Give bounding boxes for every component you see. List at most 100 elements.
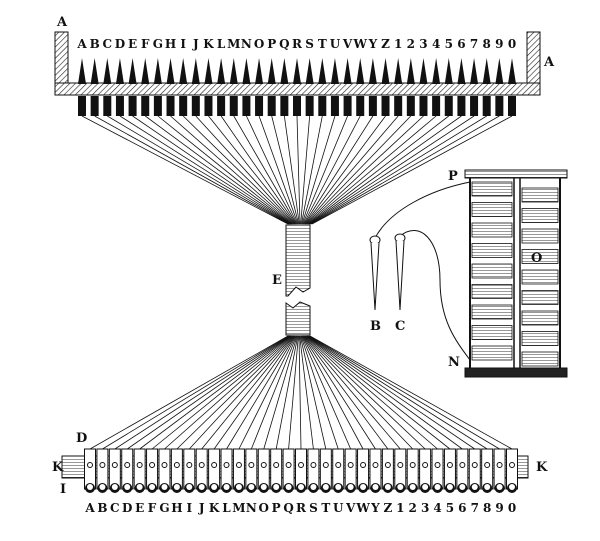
key[interactable] (481, 448, 494, 493)
pin (103, 58, 112, 84)
pin (78, 58, 86, 84)
pin (444, 58, 453, 84)
key[interactable] (506, 448, 518, 493)
key[interactable] (84, 448, 96, 493)
pin (356, 58, 365, 84)
socket (179, 96, 188, 116)
wire (89, 335, 289, 450)
top-char: B (90, 37, 100, 51)
socket (153, 96, 162, 116)
pin (280, 58, 289, 84)
key[interactable] (146, 448, 159, 493)
key[interactable] (344, 448, 357, 493)
key[interactable] (270, 448, 283, 493)
socket (419, 96, 428, 116)
socket (305, 96, 314, 116)
wire (226, 335, 296, 450)
top-char: S (305, 37, 314, 51)
wire (288, 335, 299, 450)
wire-cable (285, 224, 311, 336)
top-char: 3 (419, 37, 427, 51)
key[interactable] (257, 448, 270, 493)
key[interactable] (158, 448, 171, 493)
socket (406, 96, 415, 116)
wire (298, 335, 302, 450)
top-char: P (267, 37, 276, 51)
wire (308, 115, 462, 225)
socket (191, 96, 200, 116)
bottom-char: G (159, 501, 169, 515)
socket (368, 96, 377, 116)
wire (107, 115, 290, 225)
bottom-char: 6 (458, 501, 466, 515)
wire (308, 115, 450, 225)
wire (309, 335, 513, 450)
label-probe-c: C (395, 319, 405, 334)
key[interactable] (245, 448, 258, 493)
wire (308, 335, 488, 450)
key[interactable] (419, 448, 432, 493)
wire (301, 335, 364, 450)
key[interactable] (357, 448, 370, 493)
lower-wire-fan (89, 335, 513, 450)
key[interactable] (232, 448, 245, 493)
label-keyboard-top: D (76, 431, 87, 446)
key[interactable] (394, 448, 407, 493)
wire (307, 335, 475, 450)
wire (263, 335, 298, 450)
bottom-char: J (198, 501, 205, 515)
wire (301, 115, 336, 225)
key[interactable] (443, 448, 456, 493)
wire (233, 115, 297, 225)
key[interactable] (133, 448, 146, 493)
key[interactable] (195, 448, 208, 493)
key[interactable] (295, 448, 307, 493)
wire (310, 115, 487, 225)
key[interactable] (332, 448, 345, 493)
probe-wires (369, 181, 471, 361)
key[interactable] (381, 448, 394, 493)
bottom-char: H (171, 501, 182, 515)
key[interactable] (307, 448, 320, 493)
wire (307, 115, 437, 225)
wire (139, 335, 291, 450)
key[interactable] (108, 448, 121, 493)
key[interactable] (319, 448, 332, 493)
pin (318, 58, 327, 84)
top-char: 9 (495, 37, 503, 51)
label-trough-right: A (543, 55, 555, 70)
key[interactable] (96, 448, 109, 493)
wire (102, 335, 289, 450)
top-char: E (128, 37, 137, 51)
wire (220, 115, 297, 225)
bottom-char: 4 (433, 501, 441, 515)
top-char: C (103, 37, 113, 51)
key[interactable] (369, 448, 382, 493)
key[interactable] (208, 448, 221, 493)
key[interactable] (406, 448, 419, 493)
wire (311, 115, 500, 225)
wire (271, 115, 299, 225)
electrolyte-trough (54, 31, 541, 96)
wire (275, 335, 299, 450)
pin (482, 58, 491, 84)
socket (115, 96, 124, 116)
key[interactable] (468, 448, 481, 493)
label-key-row: I (60, 482, 66, 497)
key[interactable] (220, 448, 233, 493)
key[interactable] (493, 448, 506, 493)
key[interactable] (121, 448, 134, 493)
bottom-char: 7 (471, 501, 479, 515)
bottom-char: M (232, 501, 245, 515)
top-char: Y (368, 37, 378, 51)
key[interactable] (456, 448, 469, 493)
key[interactable] (282, 448, 295, 493)
bottom-char: 8 (483, 501, 491, 515)
key[interactable] (170, 448, 183, 493)
key[interactable] (431, 448, 444, 493)
key[interactable] (183, 448, 196, 493)
top-char: F (141, 37, 150, 51)
wire (309, 115, 475, 225)
wire (306, 115, 424, 225)
